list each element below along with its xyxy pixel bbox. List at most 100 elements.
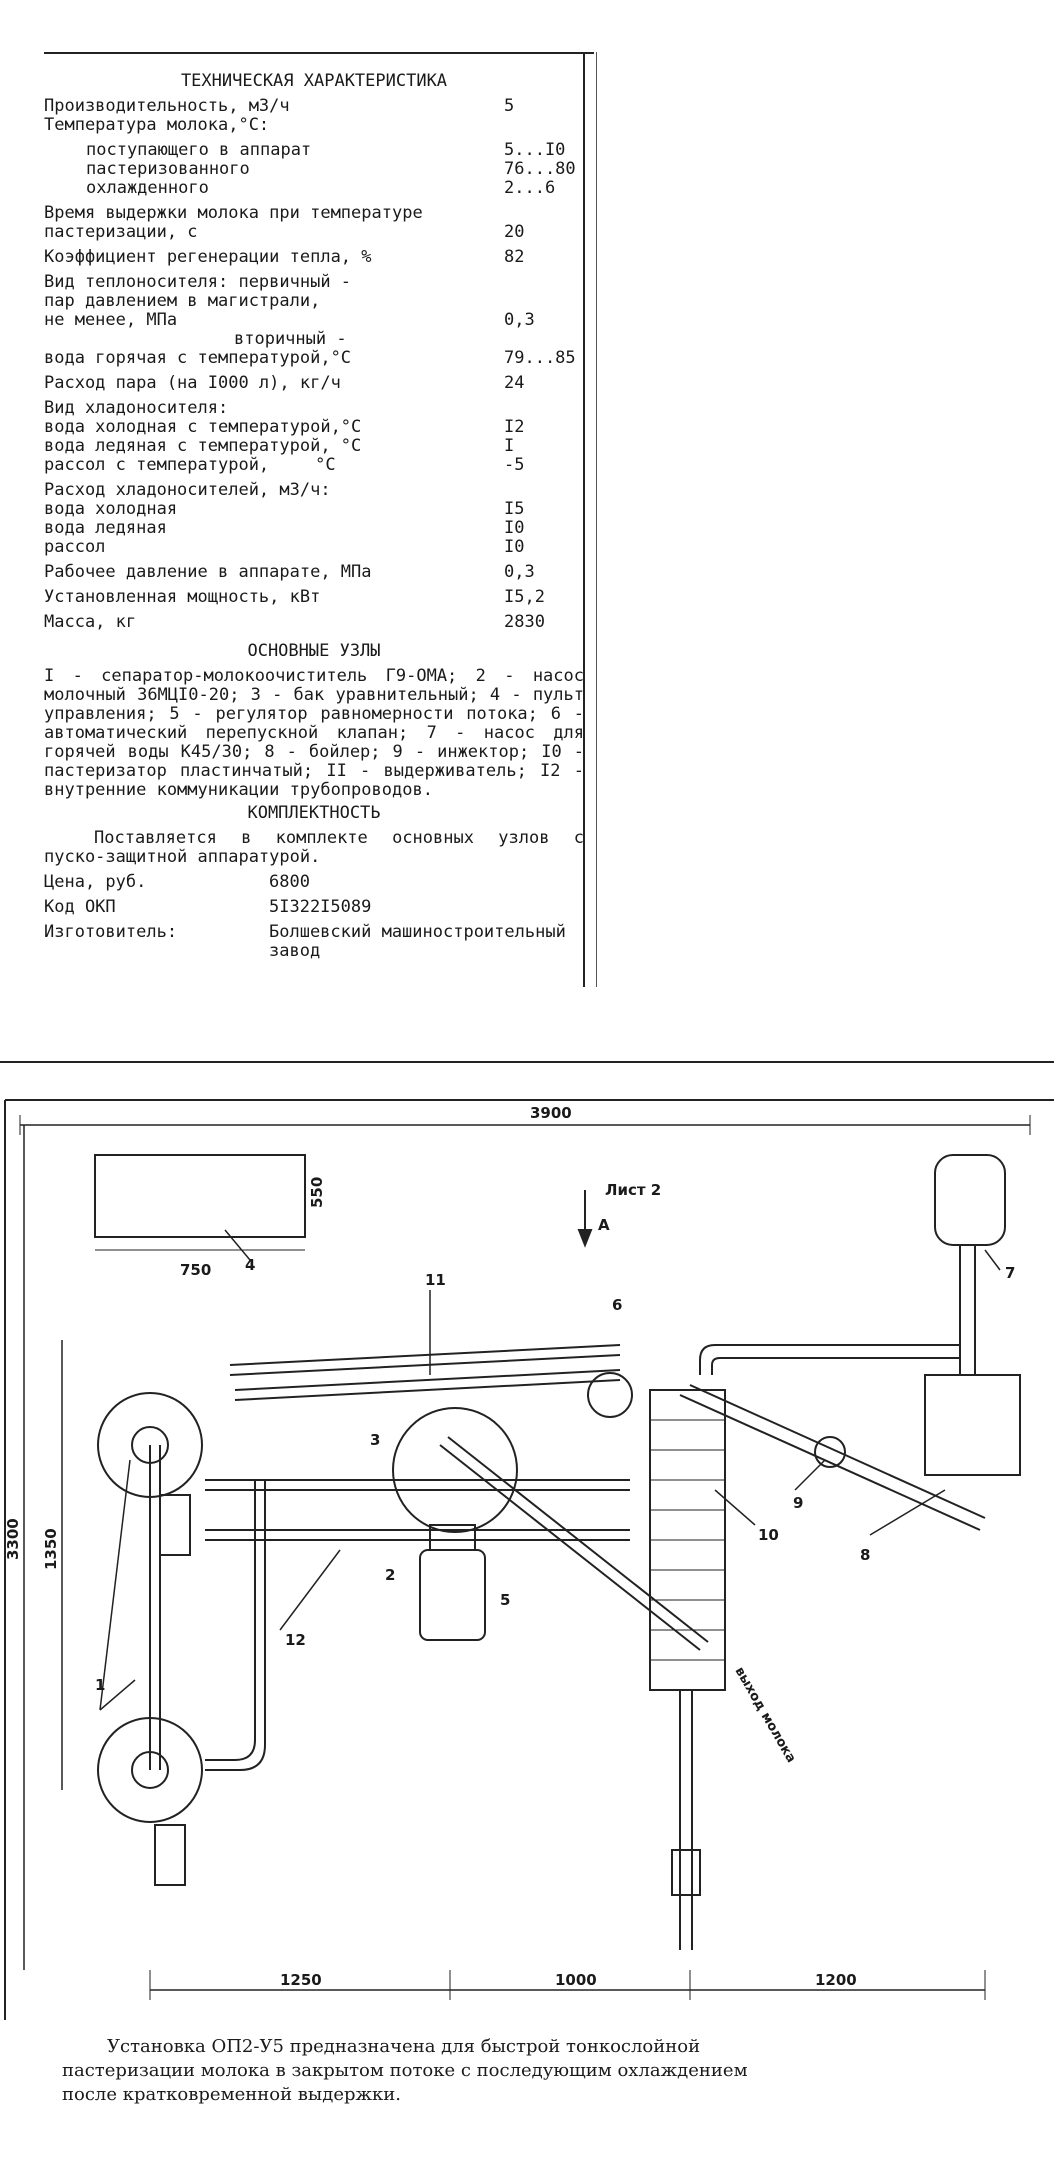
- label-3: 3: [370, 1431, 380, 1449]
- flow-brine-value: I0: [504, 537, 525, 557]
- coolant-cold-value: I2: [504, 417, 525, 437]
- milk-temp-label: Температура молока,°С:: [44, 115, 270, 135]
- flow-brine-label: рассол: [44, 537, 106, 557]
- pressure-row: Рабочее давление в аппарате, МПа 0,3: [44, 563, 584, 582]
- regen-value: 82: [504, 247, 525, 267]
- coolant-cold-row: вода холодная с температурой,°С I2: [44, 418, 584, 437]
- coolant-flow-label: Расход хладоносителей, м3/ч:: [44, 480, 331, 500]
- milk-past-label: пастеризованного: [86, 159, 250, 179]
- label-11: 11: [425, 1271, 446, 1289]
- dim-b2: 1000: [555, 1971, 597, 1989]
- dim-b3: 1200: [815, 1971, 857, 1989]
- label-8: 8: [860, 1546, 870, 1564]
- milk-pump: [419, 1549, 486, 1641]
- dim-750: 750: [180, 1261, 211, 1279]
- outlet-label: выход молока: [732, 1665, 799, 1766]
- flow-cold-value: I5: [504, 499, 525, 519]
- label-7: 7: [1005, 1264, 1015, 1282]
- milk-past-value: 76...80: [504, 159, 576, 179]
- label-6: 6: [612, 1296, 622, 1314]
- flow-brine-row: рассол I0: [44, 538, 584, 557]
- label-9: 9: [793, 1494, 803, 1512]
- regen-label: Коэффициент регенерации тепла, %: [44, 247, 372, 267]
- hold-time-label2: пастеризации, с: [44, 222, 198, 242]
- coolant-brine-row: рассол с температурой, °С -5: [44, 456, 584, 475]
- mass-label: Масса, кг: [44, 612, 137, 632]
- coolant-ice-row: вода ледяная с температурой, °С I: [44, 437, 584, 456]
- dim-b1: 1250: [280, 1971, 322, 1989]
- power-row: Установленная мощность, кВт I5,2: [44, 588, 584, 607]
- coolant-ice-label: вода ледяная с температурой, °С: [44, 436, 362, 456]
- milk-cool-label: охлажденного: [86, 178, 209, 198]
- label-12: 12: [285, 1631, 306, 1649]
- hold-time-row: пастеризации, с 20: [44, 223, 584, 242]
- kit-text: Поставляется в комплекте основных узлов …: [44, 828, 584, 867]
- heat-carrier-value: 0,3: [504, 310, 535, 330]
- power-label: Установленная мощность, кВт: [44, 587, 321, 607]
- label-4: 4: [245, 1256, 255, 1274]
- productivity-value: 5: [504, 96, 515, 116]
- coolant-brine-value: -5: [504, 455, 525, 475]
- productivity-label: Производительность, м3/ч: [44, 96, 290, 116]
- hold-time-label1: Время выдержки молока при температуре: [44, 203, 423, 223]
- milk-in-row: поступающего в аппарат 5...I0: [44, 141, 584, 160]
- okp-label: Код ОКП: [44, 897, 116, 917]
- label-5: 5: [500, 1591, 510, 1609]
- hot-water-pump: [934, 1154, 1006, 1246]
- steam-row: Расход пара (на I000 л), кг/ч 24: [44, 374, 584, 393]
- mass-row: Масса, кг 2830: [44, 613, 584, 632]
- heat-carrier-label3: не менее, МПа: [44, 310, 178, 330]
- spec-frame-top: [44, 52, 594, 54]
- flow-ice-value: I0: [504, 518, 525, 538]
- steam-label: Расход пара (на I000 л), кг/ч: [44, 373, 341, 393]
- pressure-label: Рабочее давление в аппарате, МПа: [44, 562, 372, 582]
- milk-in-label: поступающего в аппарат: [86, 140, 312, 160]
- dim-top: 3900: [530, 1104, 572, 1122]
- milk-past-row: пастеризованного 76...80: [44, 160, 584, 179]
- control-panel-box: [94, 1154, 306, 1238]
- power-value: I5,2: [504, 587, 545, 607]
- units-text: I - сепаратор-молокоочиститель Г9-ОМА; 2…: [44, 666, 584, 800]
- units-title: ОСНОВНЫЕ УЗЛЫ: [247, 641, 381, 661]
- milk-cool-value: 2...6: [504, 178, 556, 198]
- milk-cool-row: охлажденного 2...6: [44, 179, 584, 198]
- dim-left: 3300: [4, 1518, 22, 1560]
- productivity-row: Производительность, м3/ч 5: [44, 97, 584, 116]
- spec-sheet: ТЕХНИЧЕСКАЯ ХАРАКТЕРИСТИКА Производитель…: [44, 68, 584, 961]
- view-label: А: [598, 1216, 610, 1234]
- coolant-brine-label: рассол с температурой,: [44, 455, 270, 475]
- heat-carrier-row: не менее, МПа 0,3: [44, 311, 584, 330]
- secondary-label2: вода горячая с температурой,°С: [44, 348, 352, 368]
- coolant-label: Вид хладоносителя:: [44, 398, 229, 418]
- installation-drawing: 3900 3300 1350 550 750 1250 1000 1200 Ли…: [4, 1099, 1054, 2020]
- flow-ice-label: вода ледяная: [44, 518, 167, 538]
- milk-in-value: 5...I0: [504, 140, 566, 160]
- balance-tank: [392, 1407, 518, 1533]
- coolant-ice-value: I: [504, 436, 515, 456]
- price-value: 6800: [269, 872, 310, 892]
- coolant-brine-unit: °С: [315, 455, 336, 475]
- label-10: 10: [758, 1526, 779, 1544]
- heat-carrier-label2: пар давлением в магистрали,: [44, 291, 321, 311]
- boiler: [924, 1374, 1021, 1476]
- pressure-value: 0,3: [504, 562, 535, 582]
- secondary-value: 79...85: [504, 348, 576, 368]
- page-separator: [0, 1061, 1054, 1063]
- label-2: 2: [385, 1566, 395, 1584]
- flow-cold-label: вода холодная: [44, 499, 178, 519]
- spec-frame-right-thin: [596, 52, 597, 987]
- heat-carrier-label1: Вид теплоносителя: первичный -: [44, 272, 352, 292]
- spec-frame-right: [583, 52, 585, 987]
- hold-time-value: 20: [504, 222, 525, 242]
- flow-cold-row: вода холодная I5: [44, 500, 584, 519]
- mass-value: 2830: [504, 612, 545, 632]
- maker-row: Изготовитель:Болшевский машиностроительн…: [44, 923, 584, 961]
- label-1: 1: [95, 1676, 105, 1694]
- sheet-label: Лист 2: [605, 1181, 661, 1199]
- spec-title: ТЕХНИЧЕСКАЯ ХАРАКТЕРИСТИКА: [180, 71, 448, 91]
- coolant-cold-label: вода холодная с температурой,°С: [44, 417, 362, 437]
- secondary-row: вода горячая с температурой,°С 79...85: [44, 349, 584, 368]
- steam-value: 24: [504, 373, 525, 393]
- installation-caption: Установка ОП2-У5 предназначена для быстр…: [62, 2036, 748, 2105]
